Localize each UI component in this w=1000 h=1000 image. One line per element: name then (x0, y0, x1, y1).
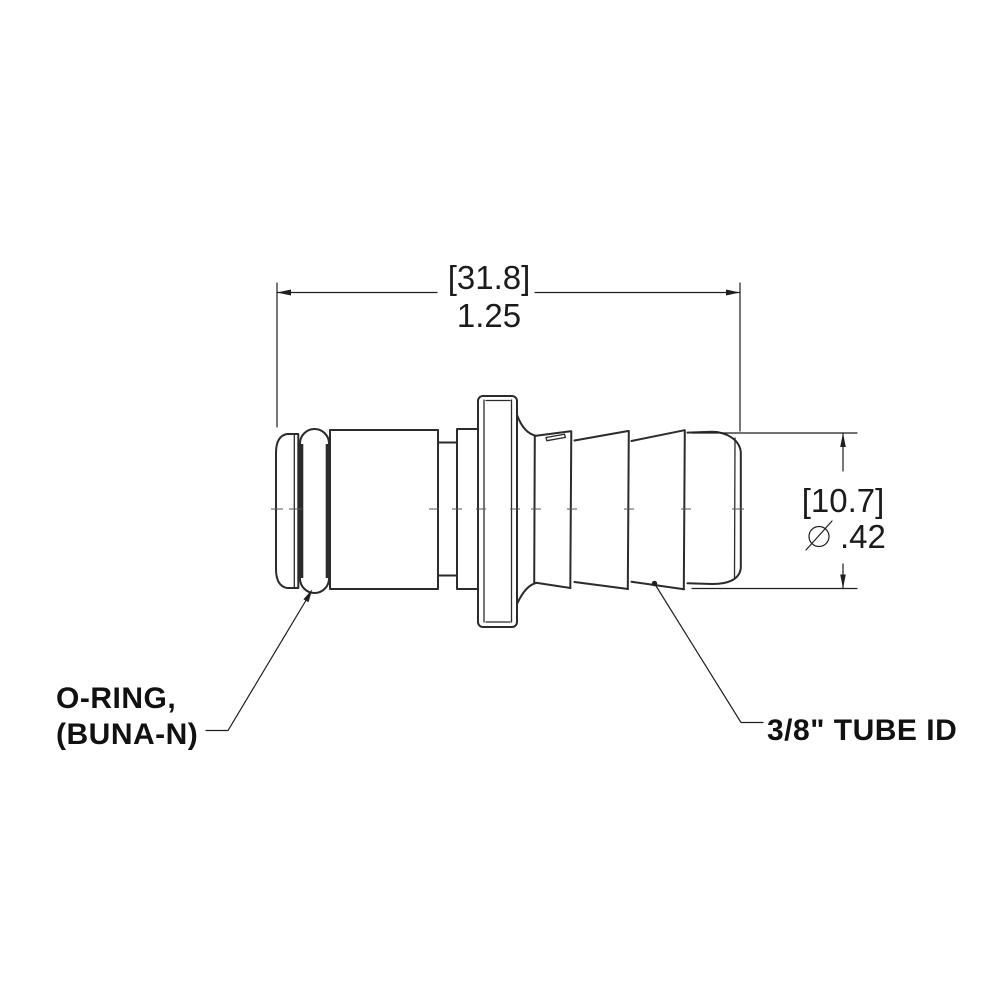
tube-id-label: 3/8" TUBE ID (767, 714, 957, 747)
length-in-value: 1.25 (457, 297, 521, 334)
length-dimension: [31.8] 1.25 (276, 259, 741, 432)
body-cylinder-outline (329, 429, 439, 590)
length-arrow-left (277, 289, 291, 296)
tube-leader-line (653, 582, 764, 724)
oring-callout: O-RING, (BUNA-N) (56, 589, 313, 751)
dia-arrow-up (840, 433, 846, 447)
diameter-dimension: [10.7] .42 (691, 432, 886, 590)
oring-label-line2: (BUNA-N) (56, 718, 198, 751)
dia-arrow-down (840, 574, 846, 589)
barb-top-profile (535, 429, 742, 586)
part-view (271, 395, 744, 628)
length-mm-value: [31.8] (448, 259, 531, 296)
oring-leader-arrow (303, 589, 313, 603)
oring-leader-line (205, 593, 311, 732)
barb-cliff-2 (626, 430, 630, 590)
dia-mm-value: [10.7] (802, 482, 885, 519)
diameter-symbol-icon (805, 520, 833, 551)
oring-label-line1: O-RING, (56, 682, 176, 715)
flange-outline (477, 395, 518, 628)
fillet-top (516, 414, 537, 437)
dia-in-value: .42 (840, 518, 886, 555)
tube-id-callout: 3/8" TUBE ID (651, 580, 957, 747)
barb-cliff-1 (569, 430, 573, 589)
oring-outline (299, 428, 330, 594)
length-arrow-right (726, 289, 740, 296)
barb-cliff-3 (682, 429, 686, 591)
barb-sliver-detail (545, 433, 567, 442)
fillet-bottom (516, 582, 537, 605)
barb-bottom-profile (535, 580, 685, 591)
end-cap-outline (275, 433, 300, 589)
